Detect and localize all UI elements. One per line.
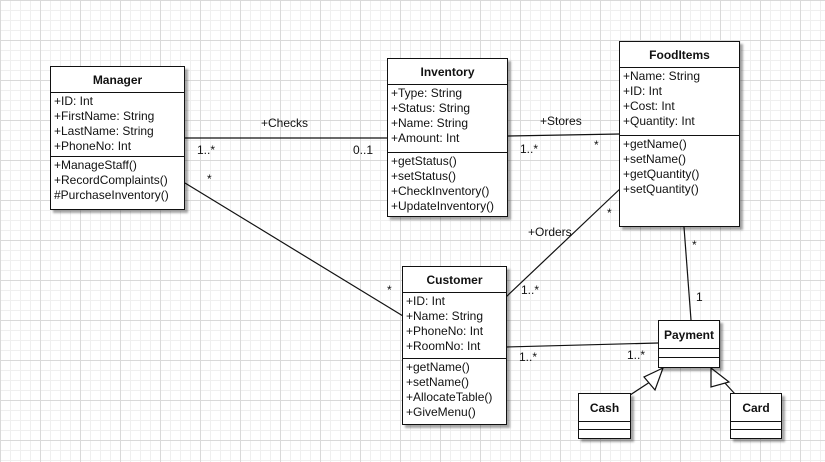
fooditems-attribute: +Quantity: Int [623, 114, 695, 128]
customer-attribute: +ID: Int [406, 294, 446, 308]
stores-association-line[interactable] [507, 133, 621, 137]
manager-attribute: +ID: Int [54, 94, 94, 108]
food-payment-association-line[interactable] [683, 226, 692, 321]
manager-attribute: +FirstName: String [54, 109, 155, 123]
card-generalization-arrowhead [710, 366, 731, 388]
manager-class[interactable]: Manager +ID: Int+FirstName: String+LastN… [50, 66, 185, 210]
food-payment-source-multiplicity: * [692, 238, 697, 252]
customer-class-name: Customer [403, 267, 506, 293]
customer-method: +GiveMenu() [406, 405, 476, 419]
customer-payment-association-line[interactable] [505, 342, 659, 348]
customer-attribute: +RoomNo: Int [406, 339, 481, 353]
inventory-attribute: +Status: String [391, 101, 471, 115]
inventory-method: +CheckInventory() [391, 184, 490, 198]
card-class-name: Card [731, 394, 781, 422]
payment-attributes [659, 349, 719, 358]
fooditems-class[interactable]: FoodItems +Name: String+ID: Int+Cost: In… [619, 41, 740, 227]
stores-label: +Stores [540, 114, 582, 128]
orders-source-multiplicity: 1..* [521, 283, 540, 297]
payment-methods [659, 358, 719, 367]
manager-method: +RecordComplaints() [54, 173, 168, 187]
fooditems-method: +getQuantity() [623, 167, 700, 181]
inventory-attribute: +Name: String [391, 116, 469, 130]
fooditems-method: +setQuantity() [623, 182, 699, 196]
stores-target-multiplicity: * [594, 138, 599, 152]
manager-customer-association-line[interactable] [184, 182, 404, 317]
customer-method: +getName() [406, 360, 470, 374]
manager-customer-source-multiplicity: * [207, 172, 212, 186]
inventory-attributes: +Type: String+Status: String+Name: Strin… [388, 85, 507, 153]
customer-attribute: +Name: String [406, 309, 484, 323]
checks-label: +Checks [261, 116, 309, 130]
inventory-method: +UpdateInventory() [391, 199, 495, 213]
customer-methods: +getName()+setName()+AllocateTable()+Giv… [403, 359, 506, 421]
inventory-class-name: Inventory [388, 59, 507, 85]
inventory-method: +getStatus() [391, 154, 457, 168]
customer-class[interactable]: Customer +ID: Int+Name: String+PhoneNo: … [402, 266, 507, 425]
card-attributes [731, 422, 781, 430]
customer-payment-target-multiplicity: 1..* [627, 348, 646, 362]
manager-methods: +ManageStaff()+RecordComplaints()#Purcha… [51, 157, 184, 204]
orders-target-multiplicity: * [607, 206, 612, 220]
food-payment-target-multiplicity: 1 [696, 290, 703, 304]
card-methods [731, 430, 781, 438]
cash-class-name: Cash [579, 394, 630, 422]
fooditems-attribute: +Name: String [623, 69, 701, 83]
checks-source-multiplicity: 1..* [197, 143, 216, 157]
customer-payment-source-multiplicity: 1..* [519, 350, 538, 364]
inventory-attribute: +Amount: Int [391, 131, 460, 145]
card-generalization-line[interactable] [723, 381, 736, 395]
orders-label: +Orders [528, 225, 572, 239]
inventory-methods: +getStatus()+setStatus()+CheckInventory(… [388, 153, 507, 215]
manager-attribute: +LastName: String [54, 124, 154, 138]
orders-association-line[interactable] [505, 186, 623, 298]
cash-generalization-arrowhead [643, 366, 665, 392]
stores-source-multiplicity: 1..* [520, 142, 539, 156]
inventory-class[interactable]: Inventory +Type: String+Status: String+N… [387, 58, 508, 217]
fooditems-attributes: +Name: String+ID: Int+Cost: Int+Quantity… [620, 68, 739, 136]
manager-method: #PurchaseInventory() [54, 188, 169, 202]
cash-methods [579, 430, 630, 438]
manager-customer-target-multiplicity: * [387, 283, 392, 297]
inventory-attribute: +Type: String [391, 86, 463, 100]
customer-method: +setName() [406, 375, 470, 389]
cash-class[interactable]: Cash [578, 393, 631, 439]
payment-class-name: Payment [659, 321, 719, 349]
fooditems-method: +getName() [623, 137, 687, 151]
customer-attributes: +ID: Int+Name: String+PhoneNo: Int+RoomN… [403, 293, 506, 359]
fooditems-attribute: +ID: Int [623, 84, 663, 98]
cash-attributes [579, 422, 630, 430]
manager-class-name: Manager [51, 67, 184, 93]
checks-target-multiplicity: 0..1 [353, 143, 374, 157]
fooditems-method: +setName() [623, 152, 687, 166]
manager-method: +ManageStaff() [54, 158, 137, 172]
payment-class[interactable]: Payment [658, 320, 720, 368]
fooditems-methods: +getName()+setName()+getQuantity()+setQu… [620, 136, 739, 198]
fooditems-class-name: FoodItems [620, 42, 739, 68]
manager-attribute: +PhoneNo: Int [54, 139, 132, 153]
customer-method: +AllocateTable() [406, 390, 493, 404]
fooditems-attribute: +Cost: Int [623, 99, 675, 113]
card-class[interactable]: Card [730, 393, 782, 439]
manager-attributes: +ID: Int+FirstName: String+LastName: Str… [51, 93, 184, 157]
inventory-method: +setStatus() [391, 169, 457, 183]
customer-attribute: +PhoneNo: Int [406, 324, 484, 338]
